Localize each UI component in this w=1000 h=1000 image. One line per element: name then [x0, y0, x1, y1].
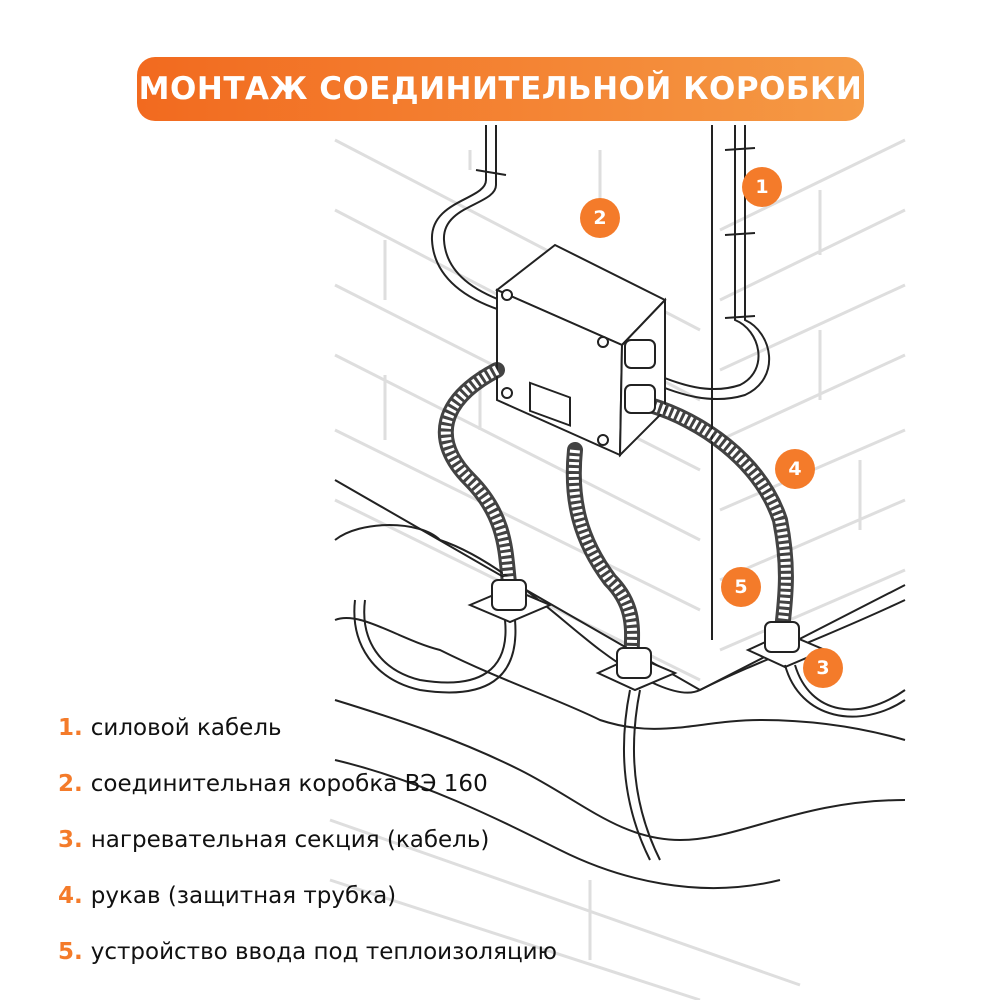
legend-item: 2. соединительная коробка ВЭ 160 [58, 756, 557, 812]
junction-box [495, 243, 667, 458]
legend-item: 5. устройство ввода под теплоизоляцию [58, 924, 557, 980]
legend-item: 1. силовой кабель [58, 700, 557, 756]
legend-number: 5. [58, 939, 83, 965]
marker-2: 2 [580, 198, 620, 238]
entry-devices [467, 339, 828, 692]
legend-item: 3. нагревательная секция (кабель) [58, 812, 557, 868]
protective-conduits-inner [440, 365, 791, 661]
legend-text: силовой кабель [90, 715, 282, 741]
legend: 1. силовой кабель 2. соединительная коробк… [58, 700, 557, 980]
marker-3: 3 [803, 648, 843, 688]
legend-number: 2. [58, 771, 83, 797]
legend-text: соединительная коробка ВЭ 160 [90, 771, 488, 797]
legend-item: 4. рукав (защитная трубка) [58, 868, 557, 924]
heating-cable [353, 599, 906, 861]
legend-text: рукав (защитная трубка) [90, 883, 397, 909]
marker-4: 4 [775, 449, 815, 489]
marker-5: 5 [721, 567, 761, 607]
legend-number: 3. [58, 827, 83, 853]
legend-text: устройство ввода под теплоизоляцию [90, 939, 557, 965]
page-title: МОНТАЖ СОЕДИНИТЕЛЬНОЙ КОРОБКИ [137, 57, 864, 121]
marker-1: 1 [742, 167, 782, 207]
legend-text: нагревательная секция (кабель) [90, 827, 490, 853]
legend-number: 1. [58, 715, 83, 741]
legend-number: 4. [58, 883, 83, 909]
power-cable [430, 125, 771, 401]
